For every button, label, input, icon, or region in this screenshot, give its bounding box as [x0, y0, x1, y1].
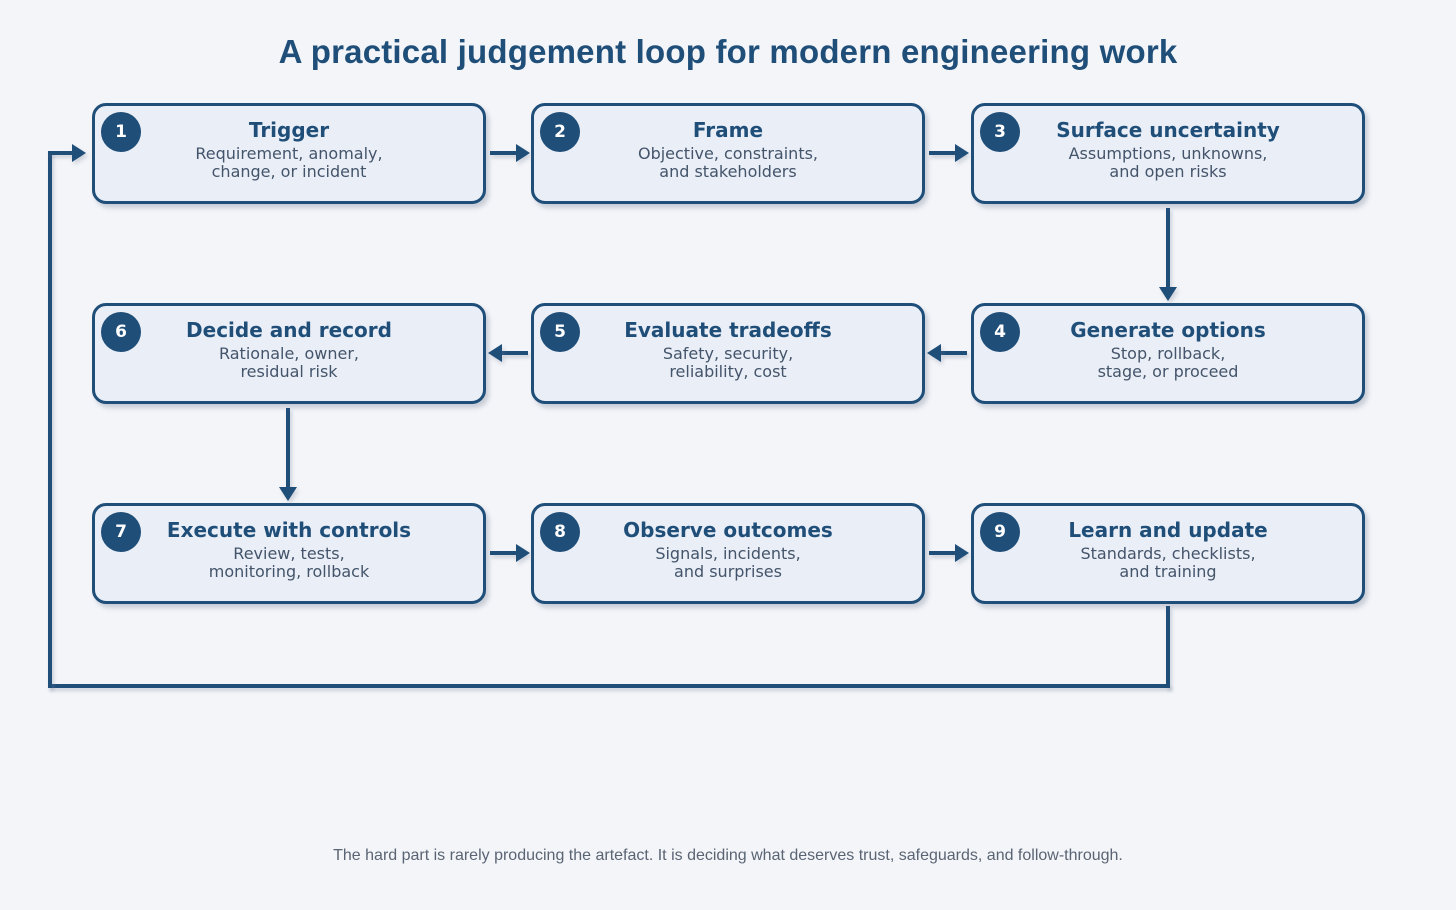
step-subtitle-line: Assumptions, unknowns, — [1068, 144, 1268, 163]
arrow-down-icon — [1159, 287, 1177, 301]
step-title: Generate options — [1070, 318, 1266, 342]
connector-5-6 — [502, 351, 528, 355]
step-box-frame: 2 Frame Objective, constraints, and stak… — [531, 103, 925, 204]
step-subtitle: Signals, incidents, and surprises — [534, 545, 922, 581]
step-title: Trigger — [248, 118, 330, 142]
step-subtitle-line: change, or incident — [211, 161, 367, 181]
arrow-right-icon — [72, 144, 86, 162]
step-subtitle: Stop, rollback, stage, or proceed — [974, 345, 1362, 381]
step-box-generate-options: 4 Generate options Stop, rollback, stage… — [971, 303, 1365, 404]
step-subtitle: Standards, checklists, and training — [974, 545, 1362, 581]
footer-caption: The hard part is rarely producing the ar… — [333, 847, 1123, 864]
connector-1-2 — [490, 151, 516, 155]
step-title: Execute with controls — [166, 518, 412, 542]
connector-loop-left — [48, 151, 52, 688]
step-box-observe-outcomes: 8 Observe outcomes Signals, incidents, a… — [531, 503, 925, 604]
step-subtitle-line: residual risk — [240, 361, 338, 381]
step-subtitle: Review, tests, monitoring, rollback — [95, 545, 483, 581]
step-subtitle-line: Stop, rollback, — [1110, 344, 1226, 363]
step-subtitle-line: stage, or proceed — [1097, 361, 1239, 381]
step-number-badge: 9 — [980, 512, 1020, 552]
arrow-right-icon — [955, 544, 969, 562]
arrow-down-icon — [279, 487, 297, 501]
step-subtitle-line: monitoring, rollback — [208, 561, 370, 581]
step-subtitle-line: reliability, cost — [669, 361, 787, 381]
step-number-badge: 1 — [101, 112, 141, 152]
arrow-left-icon — [488, 344, 502, 362]
step-number-badge: 5 — [540, 312, 580, 352]
page-title: A practical judgement loop for modern en… — [278, 33, 1178, 70]
arrow-right-icon — [516, 544, 530, 562]
step-subtitle-line: Rationale, owner, — [218, 344, 359, 363]
step-box-evaluate-tradeoffs: 5 Evaluate tradeoffs Safety, security, r… — [531, 303, 925, 404]
step-subtitle: Objective, constraints, and stakeholders — [534, 145, 922, 181]
step-number-badge: 8 — [540, 512, 580, 552]
step-title: Frame — [692, 118, 764, 142]
step-subtitle-line: Objective, constraints, — [637, 144, 819, 163]
step-title: Observe outcomes — [623, 518, 833, 542]
connector-6-7 — [286, 408, 290, 488]
arrow-right-icon — [955, 144, 969, 162]
step-subtitle-line: and training — [1119, 561, 1217, 581]
step-title: Decide and record — [186, 318, 392, 342]
connector-7-8 — [490, 551, 516, 555]
connector-4-5 — [941, 351, 967, 355]
step-title: Evaluate tradeoffs — [624, 318, 832, 342]
step-subtitle: Requirement, anomaly, change, or inciden… — [95, 145, 483, 181]
step-subtitle-line: Signals, incidents, — [655, 544, 801, 563]
step-subtitle-line: Requirement, anomaly, — [195, 144, 383, 163]
step-number-badge: 7 — [101, 512, 141, 552]
step-number-badge: 4 — [980, 312, 1020, 352]
connector-2-3 — [929, 151, 955, 155]
connector-8-9 — [929, 551, 955, 555]
step-subtitle: Safety, security, reliability, cost — [534, 345, 922, 381]
step-subtitle-line: and surprises — [674, 561, 782, 581]
step-subtitle: Assumptions, unknowns, and open risks — [974, 145, 1362, 181]
step-number-badge: 6 — [101, 312, 141, 352]
step-title: Surface uncertainty — [1056, 118, 1280, 142]
connector-loop-top — [48, 151, 74, 155]
arrow-right-icon — [516, 144, 530, 162]
connector-loop-bottom — [48, 684, 1170, 688]
step-subtitle: Rationale, owner, residual risk — [95, 345, 483, 381]
step-box-learn-and-update: 9 Learn and update Standards, checklists… — [971, 503, 1365, 604]
step-subtitle-line: Standards, checklists, — [1080, 544, 1256, 563]
step-subtitle-line: Review, tests, — [233, 544, 345, 563]
connector-3-4 — [1166, 208, 1170, 288]
step-subtitle-line: and open risks — [1109, 161, 1227, 181]
step-box-execute-with-controls: 7 Execute with controls Review, tests, m… — [92, 503, 486, 604]
step-box-decide-and-record: 6 Decide and record Rationale, owner, re… — [92, 303, 486, 404]
step-title: Learn and update — [1068, 518, 1268, 542]
step-subtitle-line: Safety, security, — [662, 344, 794, 363]
step-number-badge: 2 — [540, 112, 580, 152]
step-box-surface-uncertainty: 3 Surface uncertainty Assumptions, unkno… — [971, 103, 1365, 204]
step-box-trigger: 1 Trigger Requirement, anomaly, change, … — [92, 103, 486, 204]
connector-loop-down — [1166, 606, 1170, 688]
arrow-left-icon — [927, 344, 941, 362]
step-number-badge: 3 — [980, 112, 1020, 152]
step-subtitle-line: and stakeholders — [659, 161, 797, 181]
